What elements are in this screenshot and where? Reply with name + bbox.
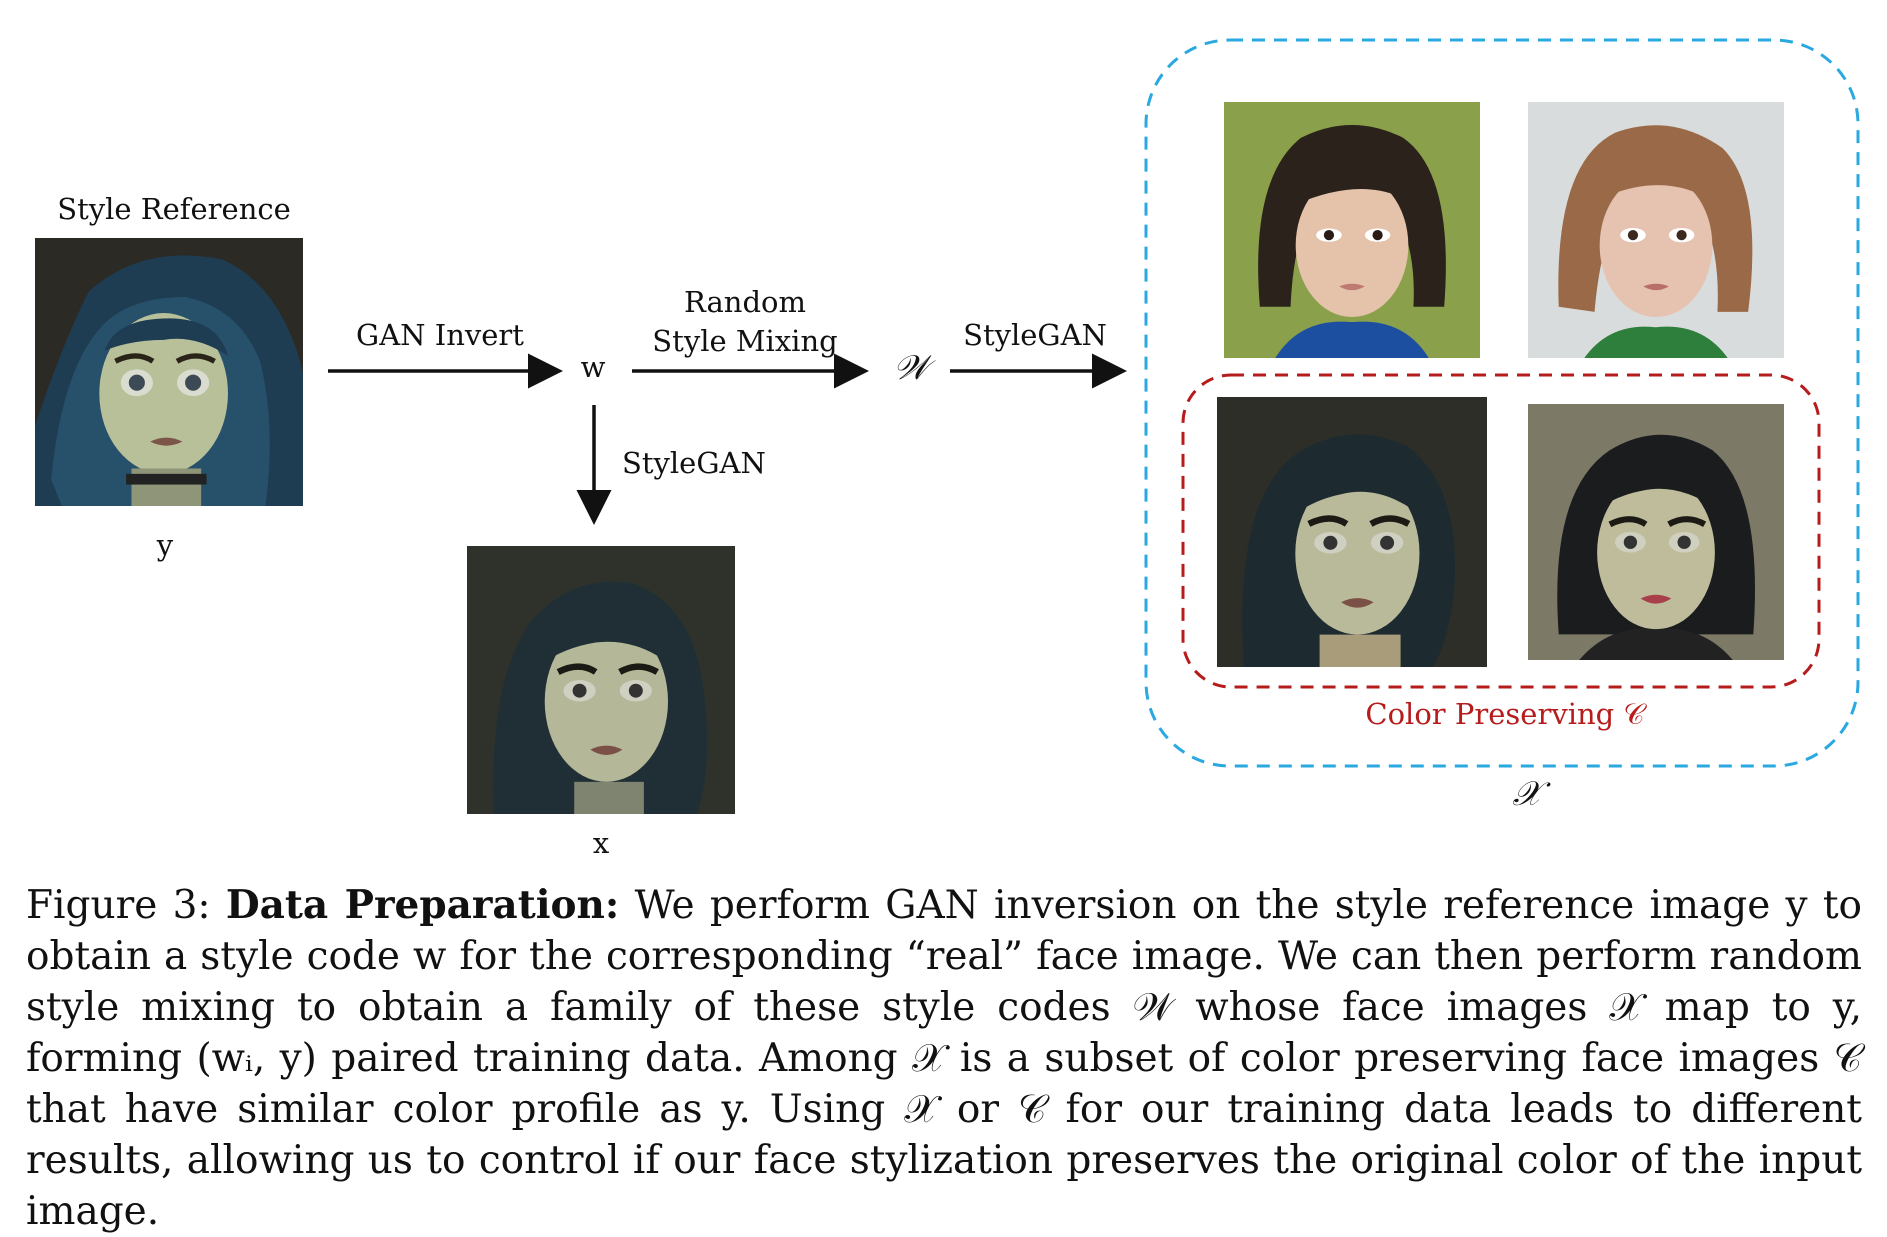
diagram-arrows <box>328 38 1860 768</box>
gan-invert-label: GAN Invert <box>356 318 524 352</box>
stylegan-down-label: StyleGAN <box>622 446 766 480</box>
color-preserving-label: Color Preserving 𝒞 <box>1365 697 1645 731</box>
family-face-green-bg <box>1224 102 1480 358</box>
y-label: y <box>156 528 174 562</box>
random-label: Random <box>684 285 806 319</box>
style-reference-image <box>35 238 303 506</box>
w-label: w <box>580 350 606 384</box>
caption-prefix: Figure 3: <box>26 883 226 928</box>
family-box <box>1144 38 1860 768</box>
style-reference-label: Style Reference <box>57 192 291 226</box>
color-preserving-face-2 <box>1528 404 1784 660</box>
color-preserving-box <box>1181 373 1821 689</box>
color-preserving-face-1 <box>1217 397 1487 667</box>
style-mixing-label: Style Mixing <box>652 324 838 358</box>
caption-title: Data Preparation: <box>225 882 620 928</box>
x-label: x <box>592 826 610 860</box>
stylegan-right-label: StyleGAN <box>963 318 1107 352</box>
caption-body: We perform GAN inversion on the style re… <box>26 883 1862 1234</box>
gan-inverted-face-image <box>467 546 735 814</box>
X-set-label: 𝒳 <box>1512 774 1542 814</box>
figure-caption: Figure 3: Data Preparation: We perform G… <box>26 880 1862 1237</box>
W-set-label: 𝒲 <box>893 348 929 388</box>
family-face-white-bg <box>1528 102 1784 358</box>
